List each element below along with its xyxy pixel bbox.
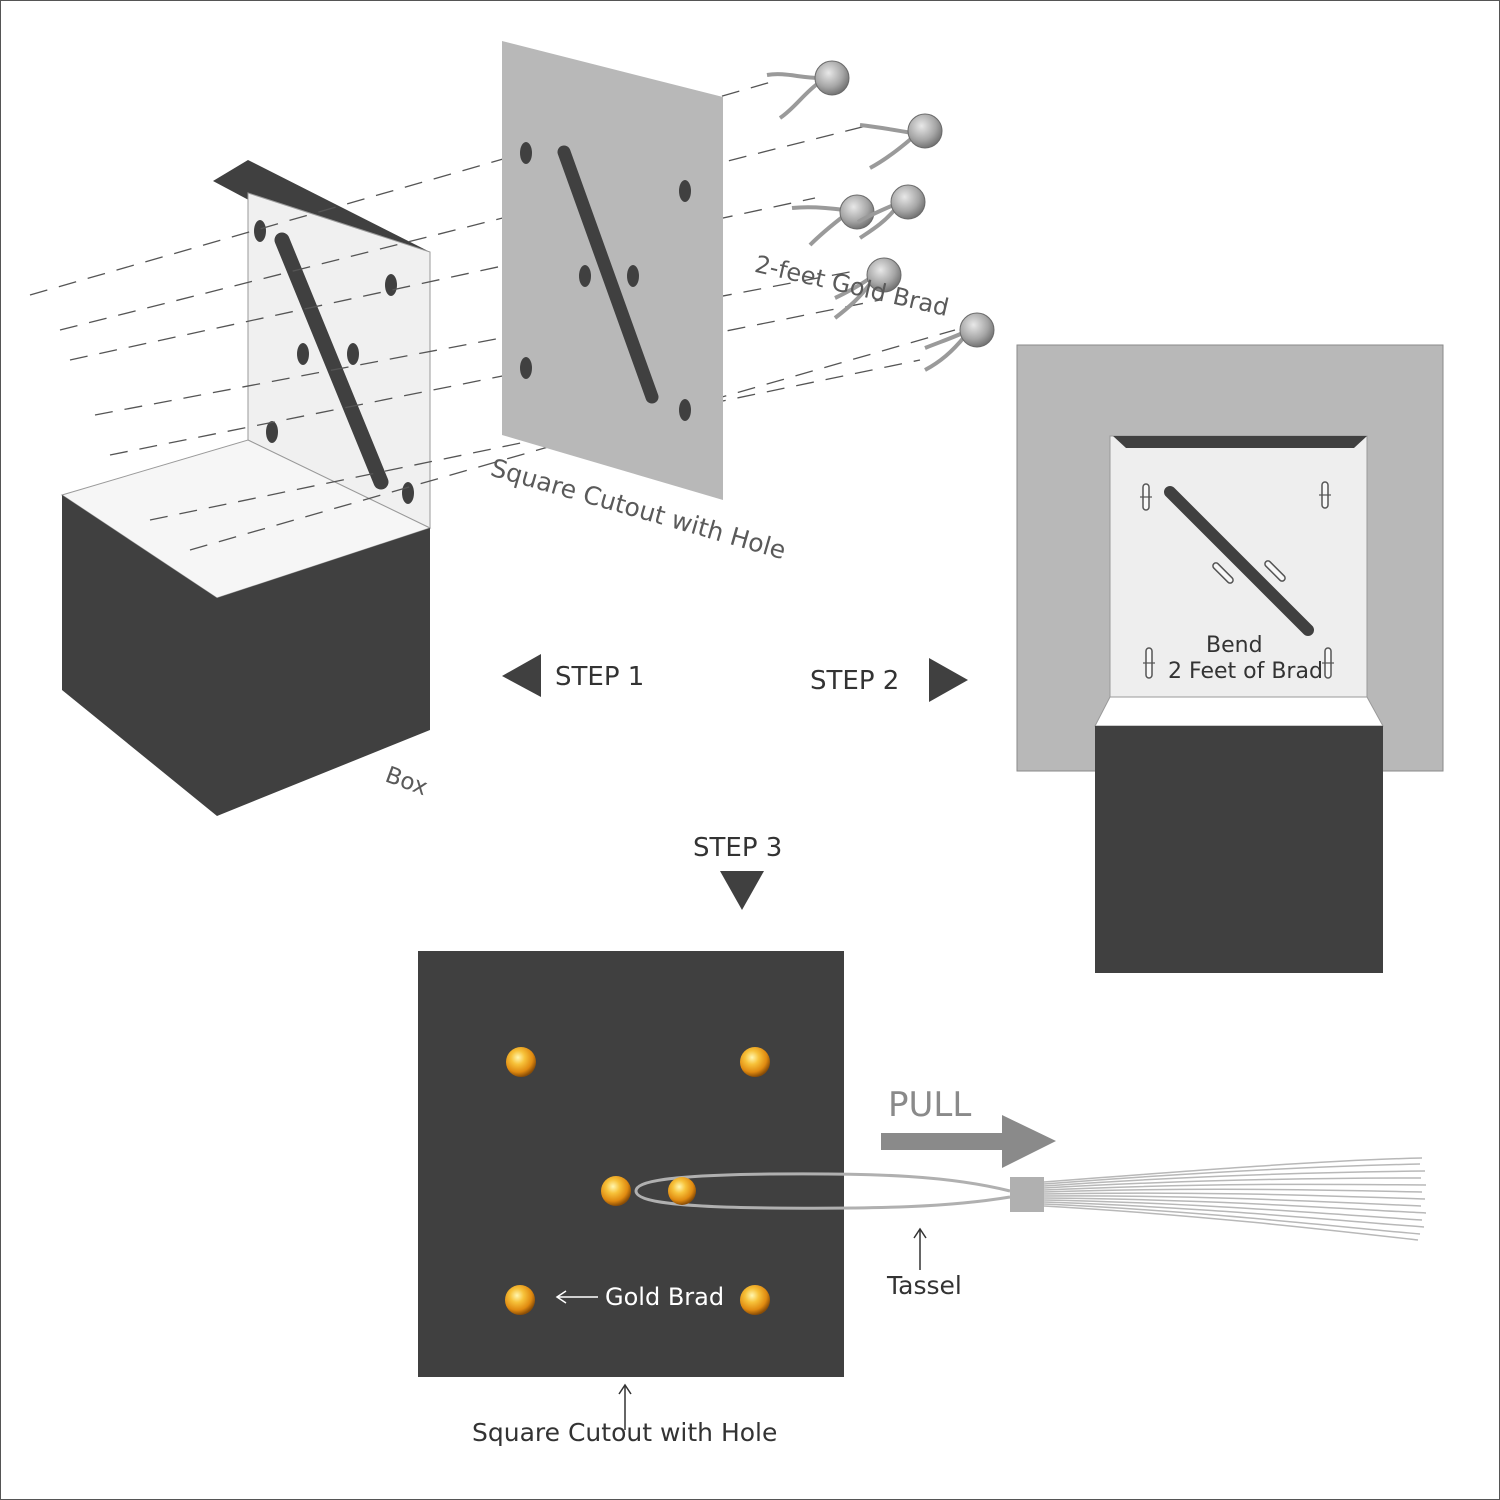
tassel-label: Tassel [887, 1271, 962, 1300]
box-hole [297, 343, 309, 365]
step1-arrow-icon [502, 654, 541, 697]
box-front-right-face [217, 528, 430, 816]
gold-brad-icon [601, 1176, 631, 1206]
cutout-panel-hole [679, 399, 691, 421]
gold-brad-icon [505, 1285, 535, 1315]
box-hole [402, 482, 414, 504]
step2-box-opening [1094, 696, 1384, 727]
step1-label: STEP 1 [555, 662, 645, 692]
cutout-panel-hole [520, 357, 532, 379]
step3-illustration [418, 951, 1427, 1430]
gold-brad-icon [506, 1047, 536, 1077]
gold-brad-label: Gold Brad [605, 1283, 725, 1311]
brad-icon [856, 184, 926, 240]
step2-label: STEP 2 [810, 666, 900, 696]
cutout-panel-hole [679, 180, 691, 202]
box-hole [385, 274, 397, 296]
box-hole [266, 421, 278, 443]
tassel-knot [1010, 1177, 1044, 1212]
brad-icon [766, 60, 850, 120]
bend-label-line2: 2 Feet of Brad [1168, 659, 1323, 684]
step2-slot [1164, 486, 1314, 636]
tassel-strands [1043, 1157, 1427, 1241]
step3-arrow-icon [720, 871, 764, 910]
box-slot [274, 232, 389, 490]
square-cutout-bottom-label: Square Cutout with Hole [472, 1418, 778, 1447]
brad-icon [924, 312, 995, 372]
gold-brad-icon [740, 1047, 770, 1077]
box-front-left-face [62, 495, 217, 816]
step2-brad-center-ticks [1140, 494, 1334, 664]
pull-label: PULL [888, 1085, 972, 1125]
bend-label-line1: Bend [1206, 633, 1263, 658]
pull-arrow-icon [881, 1115, 1056, 1168]
step3-dark-square [418, 951, 844, 1377]
step3-label: STEP 3 [693, 833, 783, 863]
box-illustration [60, 160, 432, 816]
brad-icon [833, 257, 902, 320]
gold-brad-icon [740, 1285, 770, 1315]
box-hole [254, 220, 266, 242]
cutout-pointer-arrow-icon [618, 1383, 632, 1430]
square-cutout-panel [502, 41, 723, 500]
tassel-pointer-arrow-icon [913, 1227, 927, 1270]
step2-illustration [1016, 344, 1444, 973]
tassel-loop [634, 1172, 1011, 1210]
step2-box-front [1095, 726, 1383, 973]
step2-top-flap [1113, 436, 1367, 448]
brad-group [766, 60, 995, 372]
gold-brad-in-loop-icon [668, 1177, 696, 1205]
cutout-panel-hole [520, 142, 532, 164]
box-hole [347, 343, 359, 365]
cutout-panel-hole [627, 265, 639, 287]
brad-icon [859, 113, 943, 170]
cutout-panel-hole [579, 265, 591, 287]
step2-arrow-icon [929, 658, 968, 702]
gold-brad-pointer-arrow-icon [555, 1290, 598, 1304]
cutout-panel-slot [557, 145, 659, 404]
